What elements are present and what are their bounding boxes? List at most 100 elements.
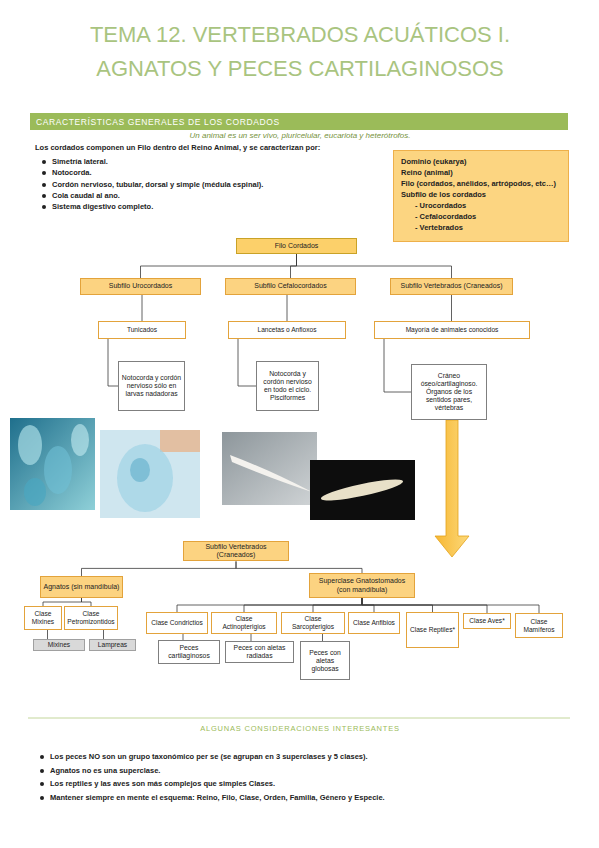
node-text: Subfilo Cefalocordados: [254, 282, 326, 290]
intro-text: Los cordados componen un Filo dentro del…: [35, 143, 405, 153]
salp-shape: [130, 458, 150, 482]
tree-connector: [291, 254, 297, 278]
classification-box: Dominio (eukarya)Reino (animal)Filo (cor…: [393, 150, 569, 242]
class-box: Clase Actinopterigios: [211, 612, 277, 634]
taxon-box: Superclase Gnatostomados (con mandíbula): [309, 573, 415, 598]
bullet-dot: [40, 755, 44, 759]
node-text: Clase Aves*: [469, 617, 504, 625]
node-text: Reino (animal): [401, 167, 453, 178]
tree-connector: [82, 598, 92, 606]
tunicate-shape: [18, 425, 42, 465]
bullet-item: Notocorda.: [52, 168, 382, 178]
definition-note: Un animal es un ser vivo, pluricelular, …: [100, 131, 500, 141]
description-box: Peces con aletas globosas: [300, 641, 350, 680]
taxon-box: Subfilo Cefalocordados: [225, 278, 356, 295]
bullet-item: Sistema digestivo completo.: [52, 202, 382, 212]
tree-connector: [142, 295, 143, 321]
node-text: Lancetas o Anfioxos: [257, 326, 316, 334]
bullet-dot: [42, 205, 46, 209]
node-text: Peces con aletas radiadas: [228, 644, 291, 660]
tree-connector: [384, 339, 411, 392]
bullet-dot: [40, 796, 44, 800]
taxon-box: Agnatos (sin mandíbula): [40, 576, 123, 598]
tree-connector: [103, 630, 104, 639]
node-text: - Cefalocordados: [401, 211, 476, 222]
lancelet-photo: [310, 460, 415, 520]
node-text: Cráneo óseo/cartilaginoso. Órganos de lo…: [414, 372, 484, 412]
description-box: Cráneo óseo/cartilaginoso. Órganos de lo…: [411, 364, 487, 420]
tunicate-photo: [10, 418, 95, 510]
node-text: Subfilo Vertebrados (Craneados): [186, 543, 286, 559]
node-text: Clase Anfibios: [353, 619, 395, 627]
node-text: Agnatos (sin mandíbula): [44, 583, 120, 591]
group-box: Lampreas: [89, 639, 136, 651]
tree-connector: [362, 598, 487, 613]
bullet-item: Mantener siempre en mente el esquema: Re…: [50, 793, 570, 803]
bullet-item: Los reptiles y las aves son más complejo…: [50, 779, 570, 789]
tree-connector: [82, 561, 237, 576]
lancelet-shape: [230, 455, 312, 492]
photo-background: [222, 432, 317, 505]
class-box: Clase Reptiles*: [406, 612, 459, 648]
node-text: Clase Mixines: [27, 610, 59, 626]
node-text: Tunicados: [127, 326, 157, 334]
class-box: Clase Anfibios: [348, 612, 400, 634]
tree-connector: [244, 598, 362, 612]
hand-shape: [160, 430, 200, 452]
node-text: Subfilo Vertebrados (Craneados): [401, 282, 503, 290]
taxon-box: Subfilo Vertebrados (Craneados): [183, 541, 289, 561]
bullet-dot: [40, 769, 44, 773]
node-text: Mixines: [48, 641, 70, 649]
taxon-box: Subfilo Urocordados: [80, 278, 201, 295]
node-text: Lampreas: [98, 641, 127, 649]
bullet-item: Agnatos no es una superclase.: [50, 766, 570, 776]
tunicate-shape: [71, 424, 89, 456]
tunicate-shape: [24, 478, 46, 506]
node-text: Superclase Gnatostomados (con mandíbula): [312, 577, 412, 593]
tree-connector: [47, 630, 48, 639]
node-text: Notocorda y cordón nervioso sólo en larv…: [121, 374, 182, 398]
group-box: Tunicados: [98, 321, 186, 339]
bullet-dot: [42, 160, 46, 164]
section-heading: ALGUNAS CONSIDERACIONES INTERESANTES: [100, 724, 500, 734]
node-text: Dominio (eukarya): [401, 156, 466, 167]
class-box: Clase Mamíferos: [515, 613, 563, 638]
tree-connector: [451, 295, 452, 321]
section-band: CARACTERÍSTICAS GENERALES DE LOS CORDADO…: [30, 113, 568, 130]
node-text: Mayoría de animales conocidos: [406, 326, 499, 334]
group-box: Lancetas o Anfioxos: [228, 321, 346, 339]
node-text: - Urocordados: [401, 200, 466, 211]
salp-photo: [100, 430, 200, 518]
class-box: Clase Mixines: [24, 606, 62, 630]
bullet-item: Simetría lateral.: [52, 157, 382, 167]
block-arrow: [435, 420, 469, 557]
bullet-dot: [42, 171, 46, 175]
photo-background: [10, 418, 95, 510]
node-text: Clase Condrictios: [151, 619, 203, 627]
node-text: Clase Actinopterigios: [214, 615, 274, 631]
node-text: Clase Reptiles*: [410, 626, 455, 634]
class-box: Clase Petromizontidos: [64, 606, 118, 630]
node-text: Peces con aletas globosas: [303, 649, 347, 673]
class-box: Clase Aves*: [463, 613, 511, 629]
tree-connector: [108, 339, 118, 386]
tree-connector: [313, 598, 362, 612]
description-box: Peces con aletas radiadas: [225, 641, 294, 663]
group-box: Mixines: [33, 639, 85, 651]
photo-background: [310, 460, 415, 520]
bullet-item: Los peces NO son un grupo taxonómico per…: [50, 752, 570, 762]
node-text: Notocorda y cordón nervioso en todo el c…: [259, 370, 316, 402]
node-text: - Vertebrados: [401, 222, 463, 233]
node-text: Clase Mamíferos: [518, 618, 560, 634]
bullet-item: Cordón nervioso, tubular, dorsal y simpl…: [52, 180, 382, 190]
description-box: Notocorda y cordón nervioso sólo en larv…: [118, 361, 185, 411]
tree-connector: [236, 561, 362, 573]
tree-connector: [251, 634, 252, 641]
tree-connector: [177, 598, 362, 612]
tree-connector: [141, 254, 297, 278]
bullet-item: Cola caudal al ano.: [52, 191, 382, 201]
bullet-dot: [42, 194, 46, 198]
group-box: Mayoría de animales conocidos: [374, 321, 530, 339]
salp-shape: [117, 444, 173, 512]
